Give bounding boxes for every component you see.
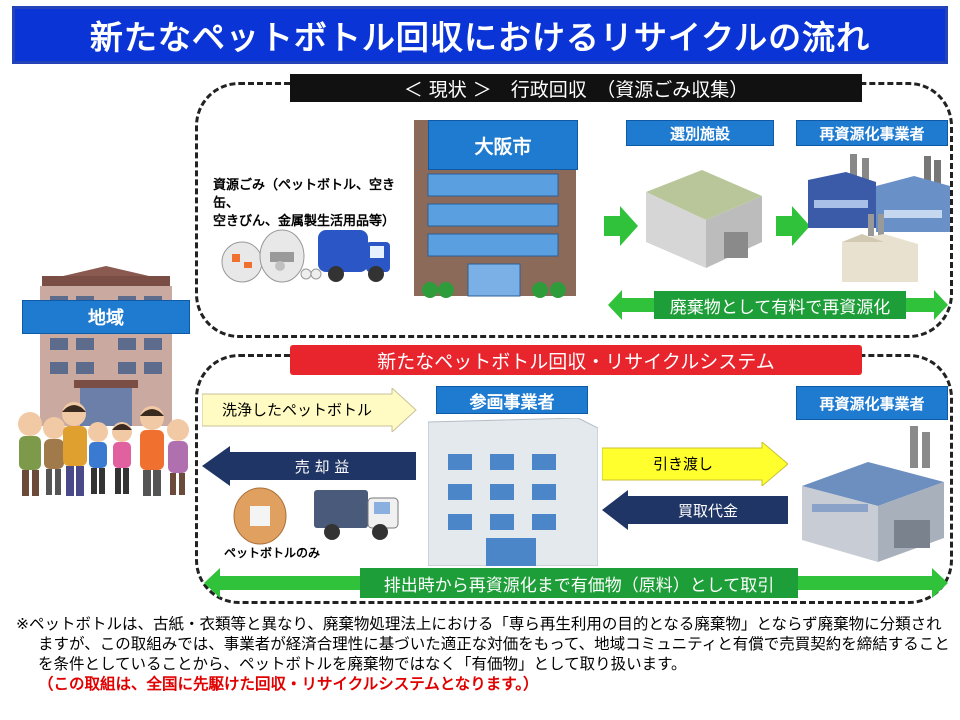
handover-label: 引き渡し [652,454,713,473]
pet-bag-truck-icon [233,487,399,545]
participant-office-building-icon [428,418,598,566]
new-system-header: 新たなペットボトル回収・リサイクルシステム [290,345,862,375]
participant-label: 参画事業者 [436,386,588,414]
footnote-text: ※ペットボトルは、古紙・衣類等と異なり、廃棄物処理法上における「専ら再生利用の目… [16,615,950,673]
garbage-bags-truck-icon [221,229,390,283]
arrow-left-icon [602,490,788,530]
garbage-description: 資源ごみ（ペットボトル、空き缶、 空きびん、金属製生活用品等） [213,177,413,231]
city-label: 大阪市 [428,120,578,170]
footnote-highlight: （この取組は、全国に先駆けた回収・リサイクルシステムとなります。） [38,675,539,693]
sorting-facility-icon [646,170,762,268]
current-system-header: ＜ 現状 ＞ 行政回収 （資源ごみ収集） [290,74,862,102]
washed-bottles-label: 洗浄したペットボトル [221,400,372,419]
residents-group-icon [18,402,189,496]
purchase-price-label: 買取代金 [677,501,738,520]
arrow-left-icon [202,446,416,486]
garbage-line-2: 空きびん、金属製生活用品等） [213,214,396,229]
pet-only-label: ペットボトルのみ [224,546,321,560]
region-label: 地域 [22,300,190,334]
arrow-right-icon [776,206,810,246]
arrow-right-icon [604,206,638,246]
recycler-label-top: 再資源化事業者 [796,120,948,146]
arrow-right-icon [202,388,417,432]
recycling-factory-icon [808,154,950,282]
sorting-facility-label: 選別施設 [626,120,774,146]
arrow-right-icon [602,442,788,486]
footnote: ※ペットボトルは、古紙・衣類等と異なり、廃棄物処理法上における「専ら再生利用の目… [12,614,952,694]
top-flow-label: 廃棄物として有料で再資源化 [654,291,906,319]
recycler-label-bottom: 再資源化事業者 [796,386,948,420]
garbage-line-1: 資源ごみ（ペットボトル、空き缶、 [213,178,396,211]
bottom-flow-label: 排出時から再資源化まで有価物（原料）として取引 [360,568,798,598]
page-title: 新たなペットボトル回収におけるリサイクルの流れ [12,6,948,64]
sale-proceeds-label: 売 却 益 [294,457,350,476]
recycling-factory-icon [802,426,944,562]
